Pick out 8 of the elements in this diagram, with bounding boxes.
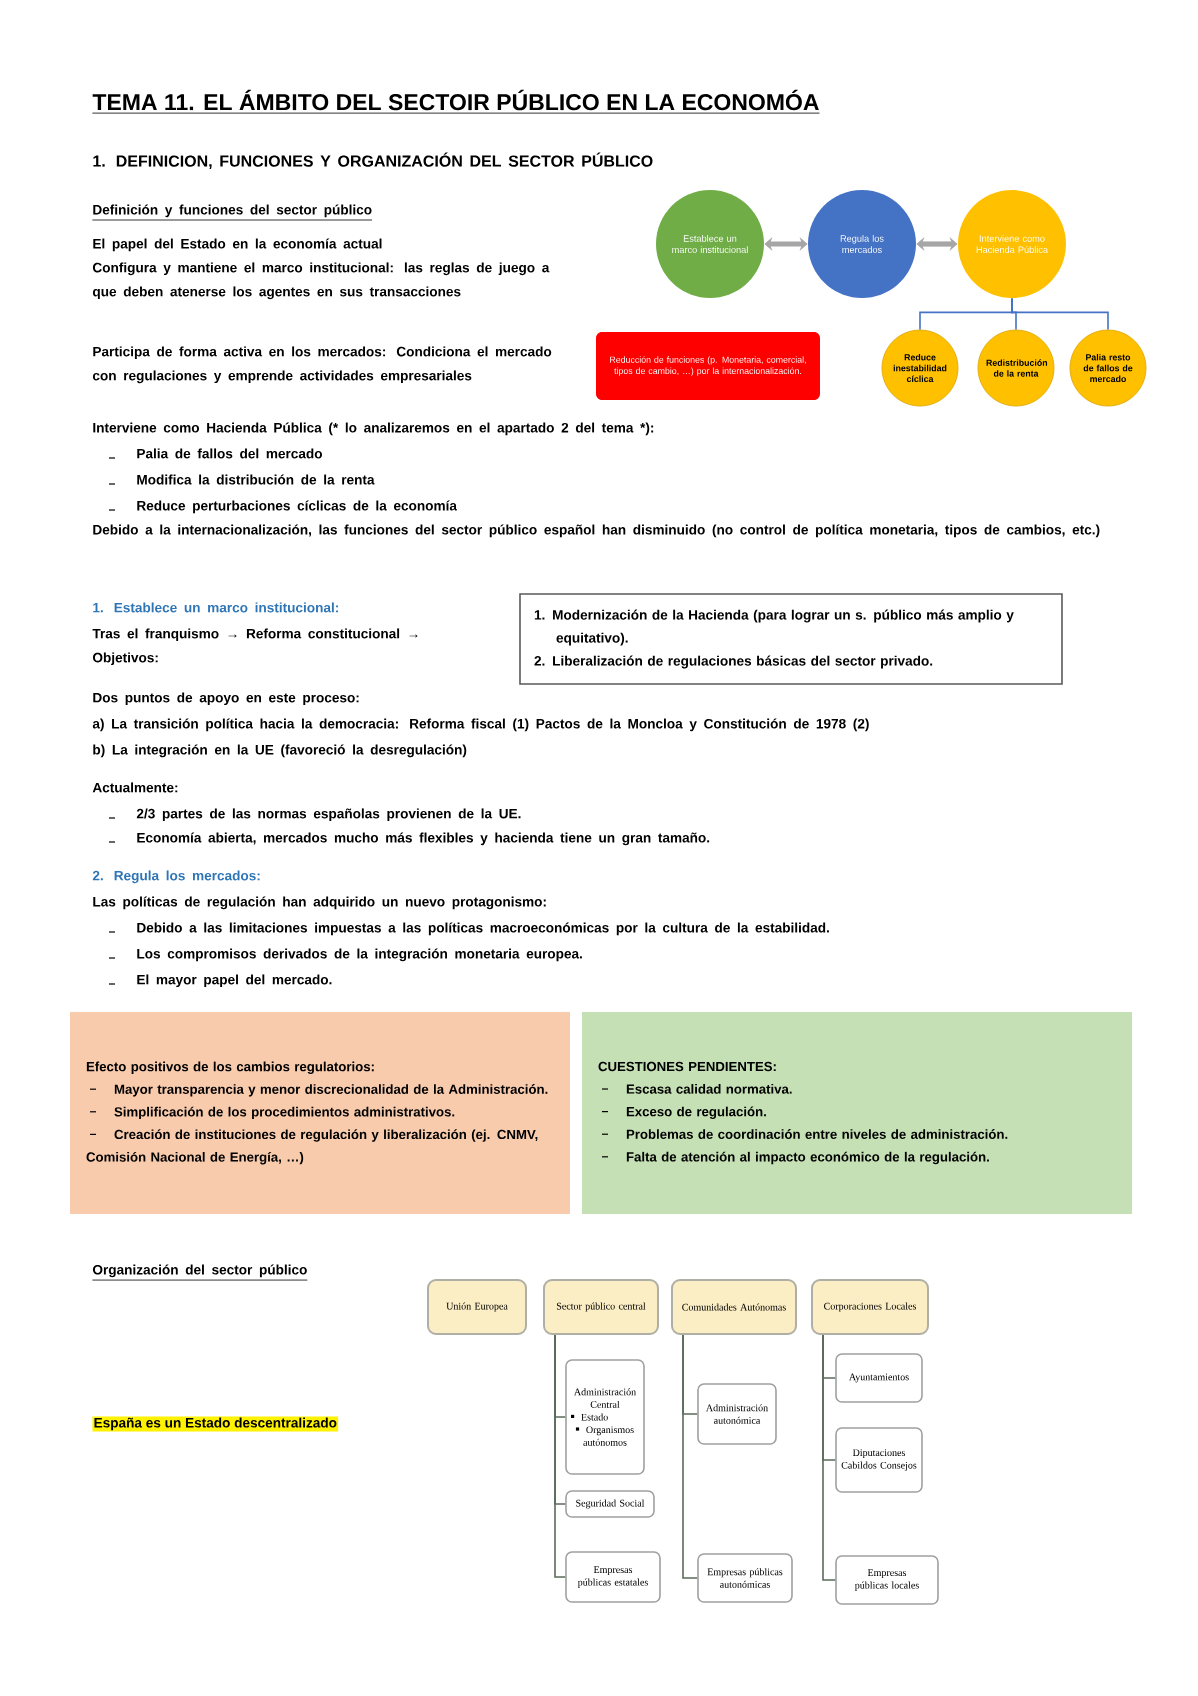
connector	[554, 1334, 566, 1578]
page-title: TEMA 11. EL ÁMBITO DEL SECTOIR PÚBLICO EN LA ECONOMÓA	[92, 89, 820, 114]
connector	[822, 1334, 836, 1581]
connector	[1011, 297, 1109, 331]
connector	[682, 1334, 698, 1579]
connector	[916, 236, 958, 252]
section-heading: 1. DEFINICION, FUNCIONES Y ORGANIZACIÓN DEL SECTOR PÚBLICO	[93, 152, 653, 170]
connector	[764, 236, 808, 252]
